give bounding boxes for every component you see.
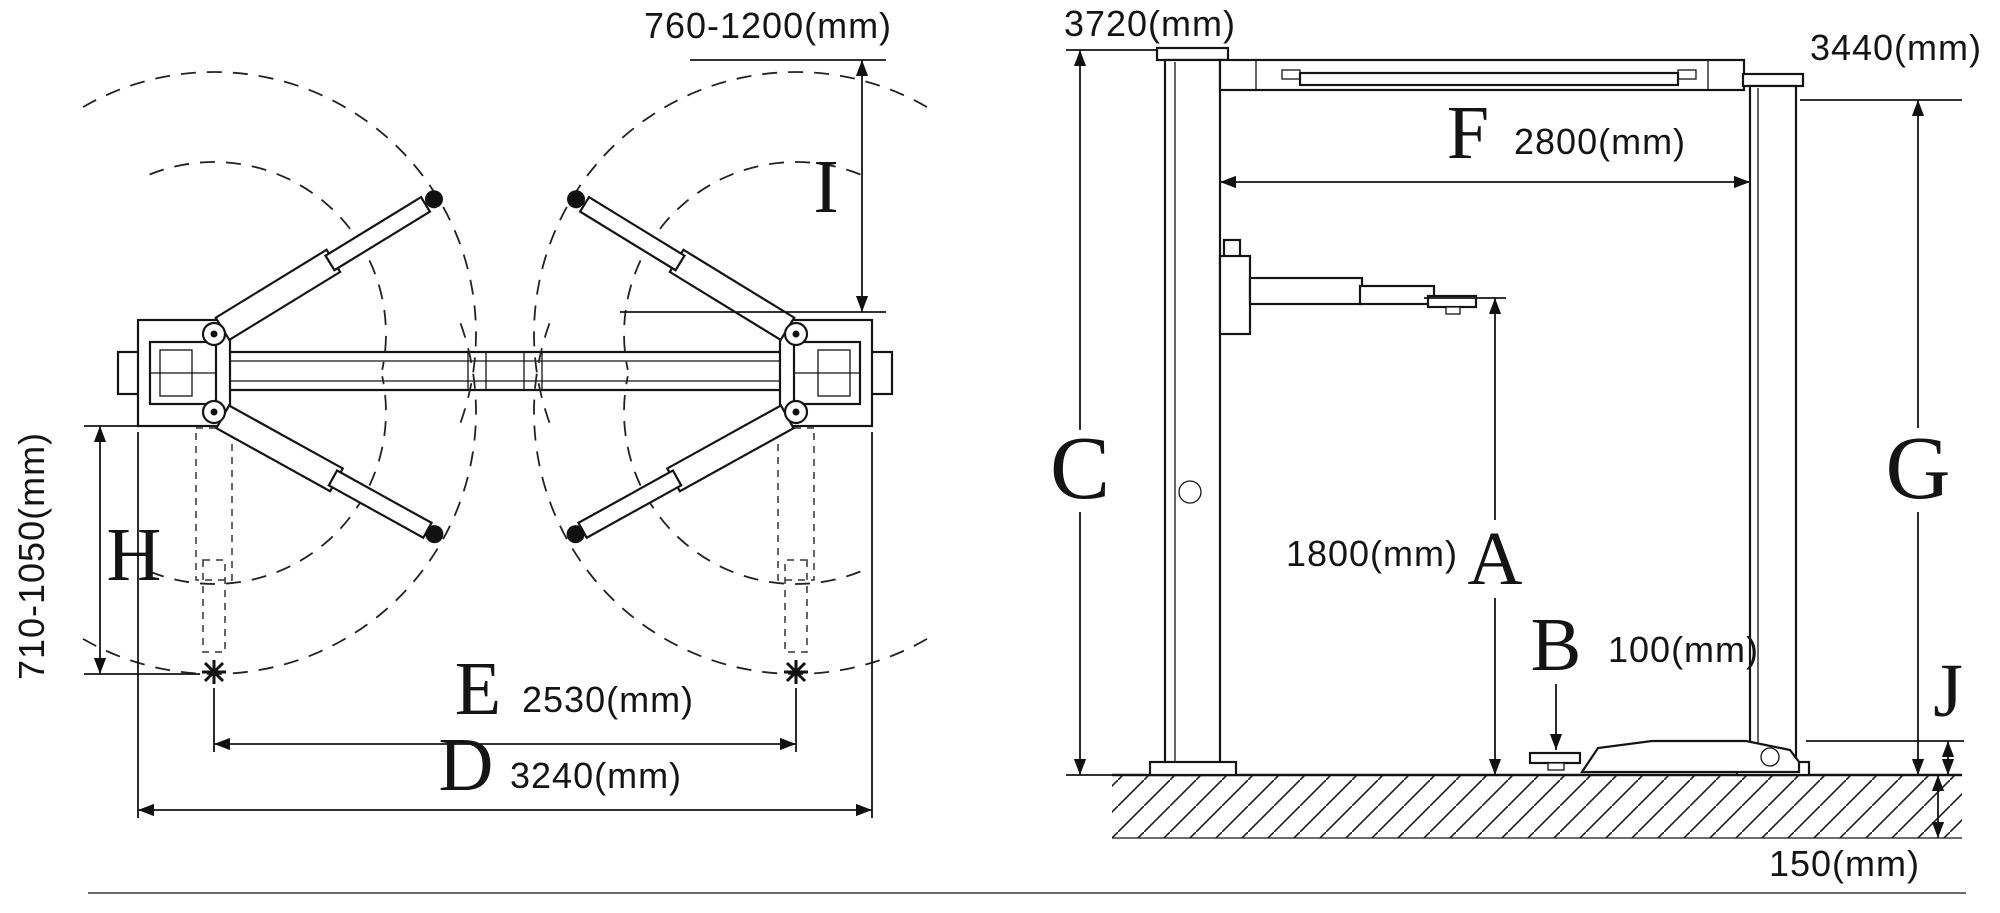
plan-view: 760-1200(mm) I H 710-1050(mm) E 2530(mm)… xyxy=(11,5,929,818)
lift-arm-lowered xyxy=(1528,739,1801,774)
dim-overall-width: 3240(mm) xyxy=(510,755,682,796)
top-beam xyxy=(1218,58,1746,92)
dim-foundation-depth: 150(mm) xyxy=(1769,843,1920,884)
plan-dimensions: 760-1200(mm) I H 710-1050(mm) E 2530(mm)… xyxy=(11,5,892,818)
elevation-view: 3720(mm) C 3440(mm) G F 2800(mm) A 1800(… xyxy=(1050,3,1982,884)
label-e: E xyxy=(455,647,501,731)
label-h: H xyxy=(107,513,162,597)
label-b: B xyxy=(1531,603,1582,687)
dim-lifting-height: 1800(mm) xyxy=(1286,533,1458,574)
dim-arm-reach: 760-1200(mm) xyxy=(644,5,892,46)
dim-column-spacing: 2800(mm) xyxy=(1514,121,1686,162)
dim-drive-through: 2530(mm) xyxy=(522,679,694,720)
dim-clearance-height: 3440(mm) xyxy=(1810,27,1982,68)
plan-right-post-assembly xyxy=(503,70,929,686)
label-a: A xyxy=(1468,517,1523,601)
lift-arm-raised xyxy=(1218,238,1478,336)
dim-pad-height-range: 710-1050(mm) xyxy=(11,432,52,680)
elevation-dimensions: 3720(mm) C 3440(mm) G F 2800(mm) A 1800(… xyxy=(1050,3,1982,884)
label-c: C xyxy=(1050,419,1110,518)
ground xyxy=(1112,773,1962,839)
label-i: I xyxy=(813,145,838,229)
dim-min-pad-height: 100(mm) xyxy=(1608,629,1759,670)
overhead-safety-bar xyxy=(1298,71,1680,87)
label-f: F xyxy=(1447,91,1489,175)
column-right xyxy=(1735,72,1811,777)
column-left xyxy=(1148,46,1238,777)
dim-overall-height: 3720(mm) xyxy=(1064,3,1236,44)
label-d: D xyxy=(439,723,494,807)
label-j: J xyxy=(1933,649,1963,733)
column-hole xyxy=(1178,480,1202,504)
lift-pad-lowered xyxy=(1528,751,1582,765)
label-g: G xyxy=(1886,419,1951,518)
